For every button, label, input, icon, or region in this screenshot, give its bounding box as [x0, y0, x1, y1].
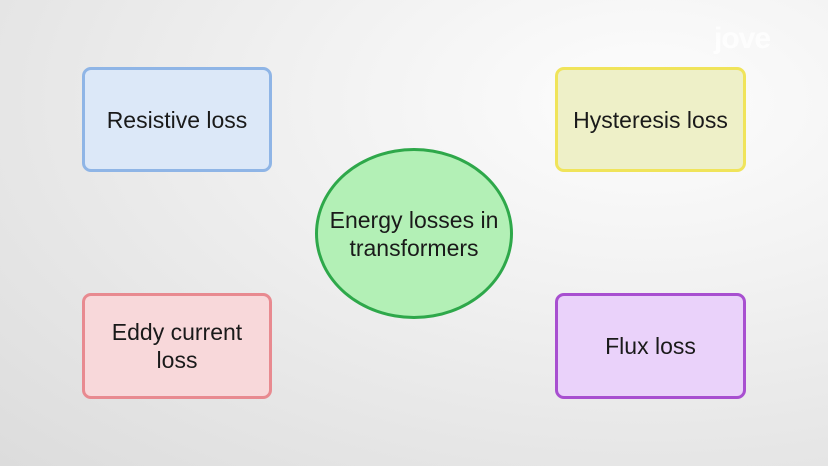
energy-losses-center-node: Energy losses in transformers [315, 148, 513, 319]
flux-loss-box: Flux loss [555, 293, 746, 399]
flux-loss-label: Flux loss [605, 333, 696, 359]
hysteresis-loss-box: Hysteresis loss [555, 67, 746, 172]
eddy-current-loss-label: Eddy current loss [111, 319, 243, 373]
hysteresis-loss-label: Hysteresis loss [573, 106, 728, 133]
resistive-loss-label: Resistive loss [106, 106, 248, 133]
resistive-loss-box: Resistive loss [82, 67, 272, 172]
center-node-label: Energy losses in transformers [329, 206, 499, 261]
eddy-current-loss-box: Eddy current loss [82, 293, 272, 399]
jove-logo: jove [714, 22, 771, 55]
